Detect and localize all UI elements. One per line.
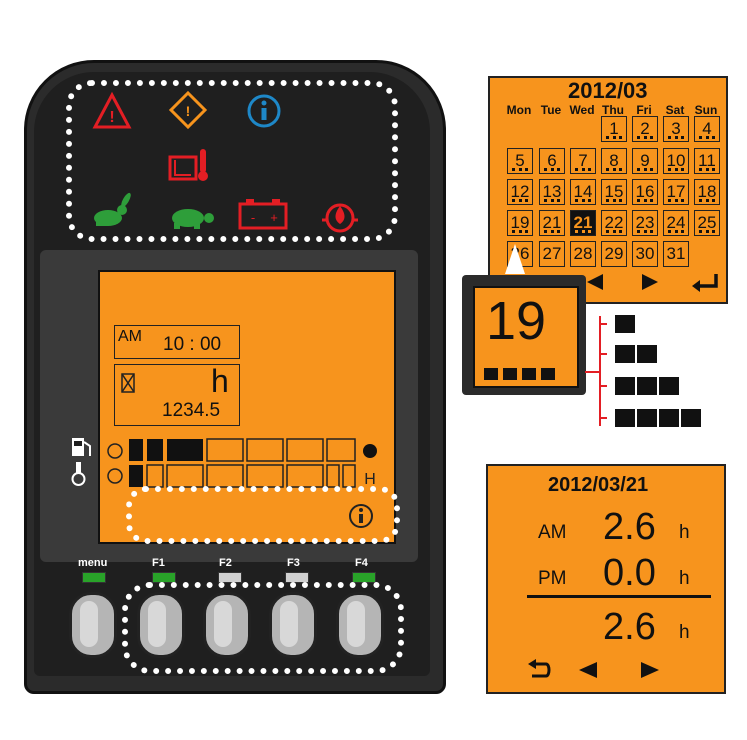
calendar-day[interactable]: 3 [663,116,689,142]
hour-unit: h [211,363,229,399]
calendar-day[interactable]: 16 [632,179,658,205]
f2-button[interactable] [203,592,251,658]
calendar-day[interactable]: 7 [570,148,596,174]
total-divider [527,595,711,598]
menu-label: menu [78,557,108,569]
calendar-day[interactable]: 23 [632,210,658,236]
calendar-day[interactable]: 1 [601,116,627,142]
f4-button[interactable] [336,592,384,658]
calendar-day[interactable]: 18 [694,179,720,205]
menu-led [82,572,106,583]
function-buttons-highlight [122,582,404,674]
fuel-pump-icon [72,438,91,456]
main-lcd [98,270,396,544]
calendar-day[interactable]: 2 [632,116,658,142]
clock-time: 10 : 00 [163,334,222,355]
total-value: 2.6 [603,606,656,648]
info-icon [247,94,281,128]
pm-label: PM [538,568,567,589]
gauge-area: H [71,438,377,488]
calendar-day[interactable]: 4 [694,116,720,142]
calendar-prev-arrow[interactable] [585,272,607,292]
calendar-day[interactable]: 14 [570,179,596,205]
svg-text:H: H [364,471,376,488]
svg-text:+: + [270,210,278,225]
calendar-day[interactable]: 30 [632,241,658,267]
hourglass-icon [121,373,135,393]
calendar-day[interactable]: 13 [539,179,565,205]
calendar-day[interactable]: 12 [507,179,533,205]
calendar-day[interactable]: 6 [539,148,565,174]
calendar-enter-icon[interactable] [690,272,720,292]
engine-temp-icon [71,462,86,486]
svg-text:!: ! [186,103,191,119]
calendar-day[interactable]: 21 [539,210,565,236]
calendar-day[interactable]: 29 [601,241,627,267]
weekday-tue: Tue [540,103,562,117]
info-bar-highlight [126,486,400,544]
calendar-day[interactable]: 10 [663,148,689,174]
back-icon[interactable] [524,658,552,682]
battery-icon: - + [238,199,288,230]
indicator-panel [66,80,398,242]
hydraulic-temp-icon [168,149,208,181]
clock-box: AM 10 : 00 [114,325,240,359]
rabbit-icon [94,192,131,226]
calendar-day[interactable]: 9 [632,148,658,174]
svg-text:-: - [251,210,255,225]
am-value: 2.6 [603,506,656,548]
svg-text:!: ! [109,109,114,126]
screen-info-icon [349,504,373,528]
clock-period: AM [118,328,142,345]
warning-icon: ! [92,91,132,129]
oil-pressure-icon [322,203,358,233]
indicator-icons: ! ! - + [92,90,358,233]
calendar-day[interactable]: 27 [539,241,565,267]
f2-label: F2 [219,557,232,569]
calendar-next-arrow[interactable] [638,272,660,292]
pm-value: 0.0 [603,552,656,594]
calendar-title: 2012/03 [568,78,648,103]
calendar-day[interactable]: 21 [570,210,596,236]
calendar-day[interactable]: 24 [663,210,689,236]
day-detail-title: 2012/03/21 [548,474,649,496]
calendar-day[interactable]: 15 [601,179,627,205]
f1-button[interactable] [137,592,185,658]
total-unit: h [679,622,690,643]
detail-next-arrow[interactable] [637,660,661,680]
f3-label: F3 [287,557,300,569]
caution-diamond-icon: ! [168,90,208,130]
weekday-mon: Mon [506,103,532,117]
am-label: AM [538,522,567,543]
calendar-day[interactable]: 31 [663,241,689,267]
zoom-pointer [505,244,525,274]
f1-label: F1 [152,557,165,569]
day-detail-screen [486,464,726,694]
hour-meter-box: h 1234.5 [114,363,240,426]
weekday-thu: Thu [602,103,624,117]
weekday-wed: Wed [569,103,595,117]
f3-button[interactable] [269,592,317,658]
calendar-day[interactable]: 17 [663,179,689,205]
hour-value: 1234.5 [162,400,221,421]
turtle-icon [172,209,214,229]
calendar-day[interactable]: 11 [694,148,720,174]
weekday-sun: Sun [694,103,718,117]
calendar-day[interactable]: 19 [507,210,533,236]
pm-unit: h [679,568,690,589]
calendar-day[interactable]: 25 [694,210,720,236]
calendar-day[interactable]: 8 [601,148,627,174]
calendar-day[interactable]: 28 [570,241,596,267]
calendar-day[interactable]: 5 [507,148,533,174]
calendar-day[interactable]: 22 [601,210,627,236]
weekday-fri: Fri [636,103,652,117]
detail-prev-arrow[interactable] [577,660,601,680]
weekday-sat: Sat [665,103,685,117]
usage-legend [585,315,701,427]
am-unit: h [679,522,690,543]
zoom-day-number: 19 [486,291,547,351]
menu-button[interactable] [69,592,117,658]
f4-label: F4 [355,557,368,569]
